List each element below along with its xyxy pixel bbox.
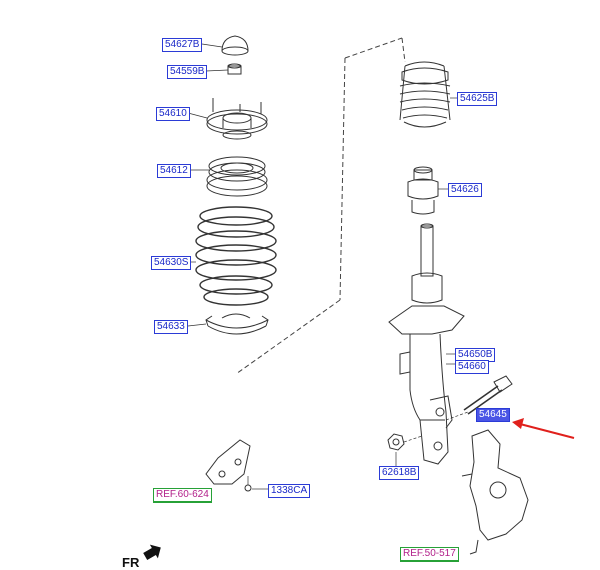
knuckle-ref-50-517	[461, 429, 529, 555]
part-54559B-nut	[205, 63, 242, 75]
front-direction-label: FR	[122, 555, 140, 570]
part-54630S-spring	[190, 206, 277, 306]
callout-54610[interactable]: 54610	[156, 107, 190, 121]
bracket-ref-60-624	[205, 439, 268, 492]
callout-54612[interactable]: 54612	[157, 164, 191, 178]
callout-62618B[interactable]: 62618B	[379, 466, 420, 480]
assembly-dashed-frame	[235, 37, 406, 375]
fr-arrow-icon	[143, 544, 161, 560]
callout-54630S[interactable]: 54630S	[151, 256, 192, 270]
part-54625B-bellows	[399, 61, 457, 128]
callout-54660[interactable]: 54660	[455, 360, 489, 374]
part-54645-bolt	[445, 375, 513, 421]
callout-54559B[interactable]: 54559B	[167, 65, 208, 79]
part-54633-seat	[187, 313, 269, 335]
ref-link-60-624[interactable]: REF.60-624	[153, 488, 212, 503]
part-54610-mount	[187, 98, 268, 140]
callout-54633[interactable]: 54633	[154, 320, 188, 334]
callout-54627B[interactable]: 54627B	[162, 38, 203, 52]
red-pointer-arrow	[512, 418, 575, 439]
part-54626-bumpstop	[407, 166, 448, 215]
part-54650B-strut	[388, 223, 465, 465]
callout-1338CA[interactable]: 1338CA	[268, 484, 311, 498]
part-54612-bearing	[189, 156, 268, 197]
part-62618B-nut	[387, 433, 423, 466]
callout-54625B[interactable]: 54625B	[457, 92, 498, 106]
ref-link-50-517[interactable]: REF.50-517	[400, 547, 459, 562]
part-54627B-cap	[201, 35, 249, 56]
callout-54645-selected[interactable]: 54645	[476, 408, 510, 422]
callout-54626[interactable]: 54626	[448, 183, 482, 197]
